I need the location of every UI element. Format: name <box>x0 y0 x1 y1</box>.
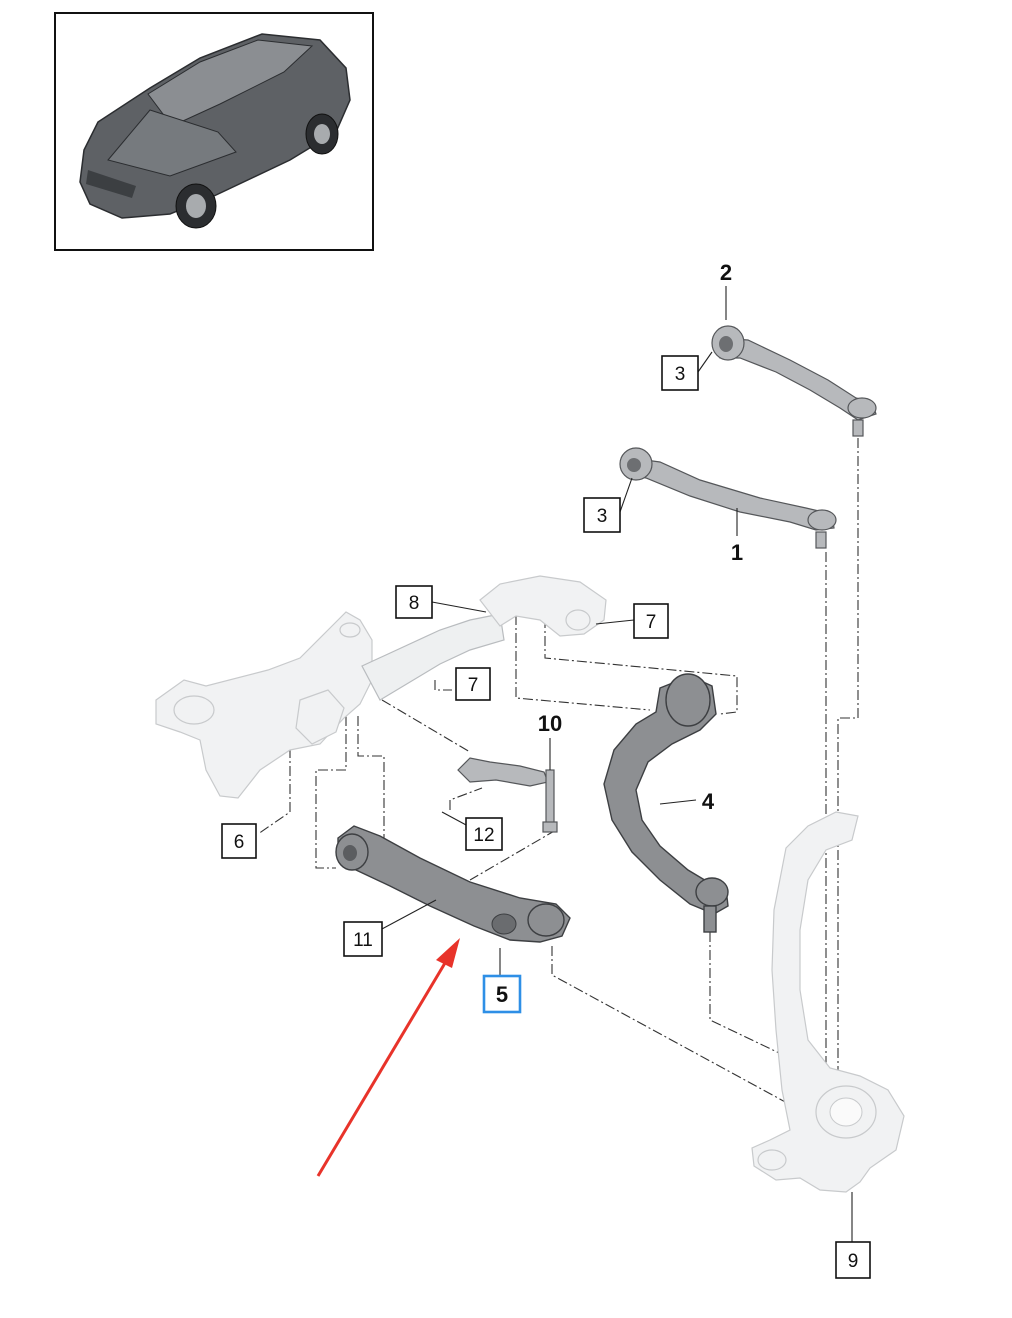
callout-1: 1 <box>731 540 743 565</box>
level-sensor-link <box>457 757 558 833</box>
lower-control-arm-5 <box>335 825 571 943</box>
callout-8: 8 <box>395 585 433 619</box>
callout-2: 2 <box>720 260 732 285</box>
callout-5-text: 5 <box>496 982 508 1007</box>
callout-10-text: 10 <box>538 711 562 736</box>
callout-7-left: 7 <box>455 667 491 701</box>
wheel-carrier <box>751 811 905 1193</box>
callout-6: 6 <box>221 823 257 859</box>
vehicle-thumbnail <box>54 12 374 251</box>
callout-7-left-text: 7 <box>468 675 479 696</box>
callouts: 2 3 3 1 8 7 7 10 4 <box>221 260 871 1279</box>
callout-7-right: 7 <box>633 603 669 639</box>
callout-9-text: 9 <box>848 1251 859 1272</box>
callout-2-text: 2 <box>720 260 732 285</box>
vehicle-thumbnail-icon <box>79 33 351 229</box>
callout-10: 10 <box>538 711 562 736</box>
callout-11-text: 11 <box>353 930 373 951</box>
callout-1-text: 1 <box>731 540 743 565</box>
callout-11: 11 <box>343 921 383 957</box>
upper-control-arm-2 <box>711 325 877 437</box>
callout-3-upper: 3 <box>661 355 699 391</box>
callout-6-text: 6 <box>234 832 245 853</box>
leader-lines <box>379 286 853 1242</box>
callout-7-right-text: 7 <box>646 612 657 633</box>
callout-4-text: 4 <box>702 789 715 814</box>
callout-3-upper-text: 3 <box>675 364 686 385</box>
callout-8-text: 8 <box>409 593 420 614</box>
upper-control-arm-1 <box>619 447 837 549</box>
callout-3-lower: 3 <box>583 497 621 533</box>
callout-3-lower-text: 3 <box>597 506 608 527</box>
callout-12: 12 <box>465 817 503 851</box>
red-arrow-icon <box>316 938 460 1177</box>
callout-5-selected[interactable]: 5 <box>482 974 522 1014</box>
subframe <box>155 575 607 799</box>
callout-9: 9 <box>835 1241 871 1279</box>
callout-4: 4 <box>702 789 715 814</box>
control-arm-4 <box>603 673 729 933</box>
callout-12-text: 12 <box>473 825 494 846</box>
assembly-lines <box>257 438 859 1150</box>
